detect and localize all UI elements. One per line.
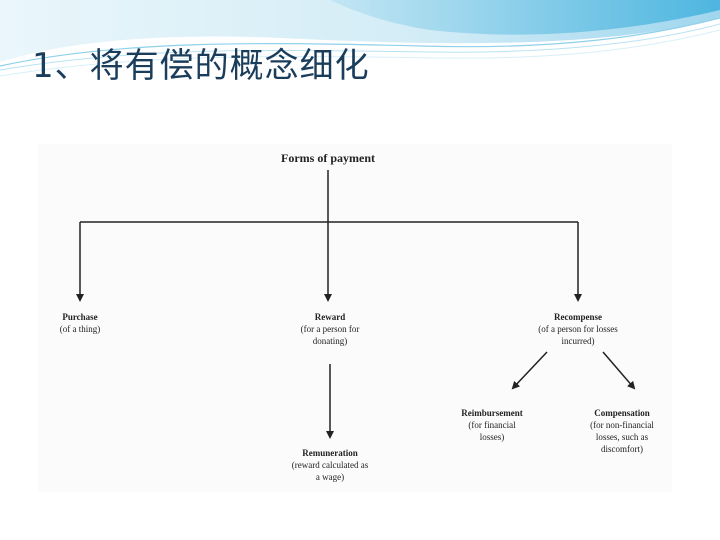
node-reimbursement-title: Reimbursement xyxy=(461,408,523,418)
node-recompense: Recompense (of a person for losses incur… xyxy=(538,311,617,347)
node-reimbursement-subtitle-line1: (for financial xyxy=(468,420,516,430)
node-reward-subtitle-line1: (for a person for xyxy=(300,324,360,334)
slide-title: 1、将有偿的概念细化 xyxy=(32,46,370,86)
node-reimbursement: Reimbursement (for financial losses) xyxy=(461,407,523,443)
node-reward-subtitle-line2: donating) xyxy=(312,336,348,346)
root-node-label: Forms of payment xyxy=(281,151,375,165)
node-reward: Reward (for a person for donating) xyxy=(301,311,360,347)
node-purchase: Purchase (of a thing) xyxy=(60,311,101,335)
node-recompense-subtitle-line1: (of a person for losses xyxy=(538,324,618,334)
node-remuneration: Remuneration (reward calculated as a wag… xyxy=(292,447,368,483)
node-remuneration-subtitle-line2: a wage) xyxy=(315,472,345,482)
node-reimbursement-subtitle-line2: losses) xyxy=(479,432,505,442)
node-reward-title: Reward xyxy=(314,312,346,322)
header-banner xyxy=(0,0,720,77)
node-purchase-subtitle: (of a thing) xyxy=(59,324,101,334)
node-compensation-subtitle-line3: discomfort) xyxy=(600,444,643,454)
node-remuneration-subtitle-line1: (reward calculated as xyxy=(291,460,369,470)
node-compensation: Compensation (for non-financial losses, … xyxy=(590,407,654,455)
node-compensation-subtitle-line2: losses, such as xyxy=(595,432,649,442)
node-compensation-subtitle-line1: (for non-financial xyxy=(590,420,654,430)
arrow-to-compensation xyxy=(602,351,636,390)
node-compensation-title: Compensation xyxy=(594,408,650,418)
diagram-panel xyxy=(38,144,672,492)
node-purchase-title: Purchase xyxy=(62,312,98,322)
node-recompense-subtitle-line2: incurred) xyxy=(561,336,595,346)
node-recompense-title: Recompense xyxy=(553,312,602,322)
arrow-to-reimbursement xyxy=(511,351,548,390)
node-remuneration-title: Remuneration xyxy=(302,448,358,458)
